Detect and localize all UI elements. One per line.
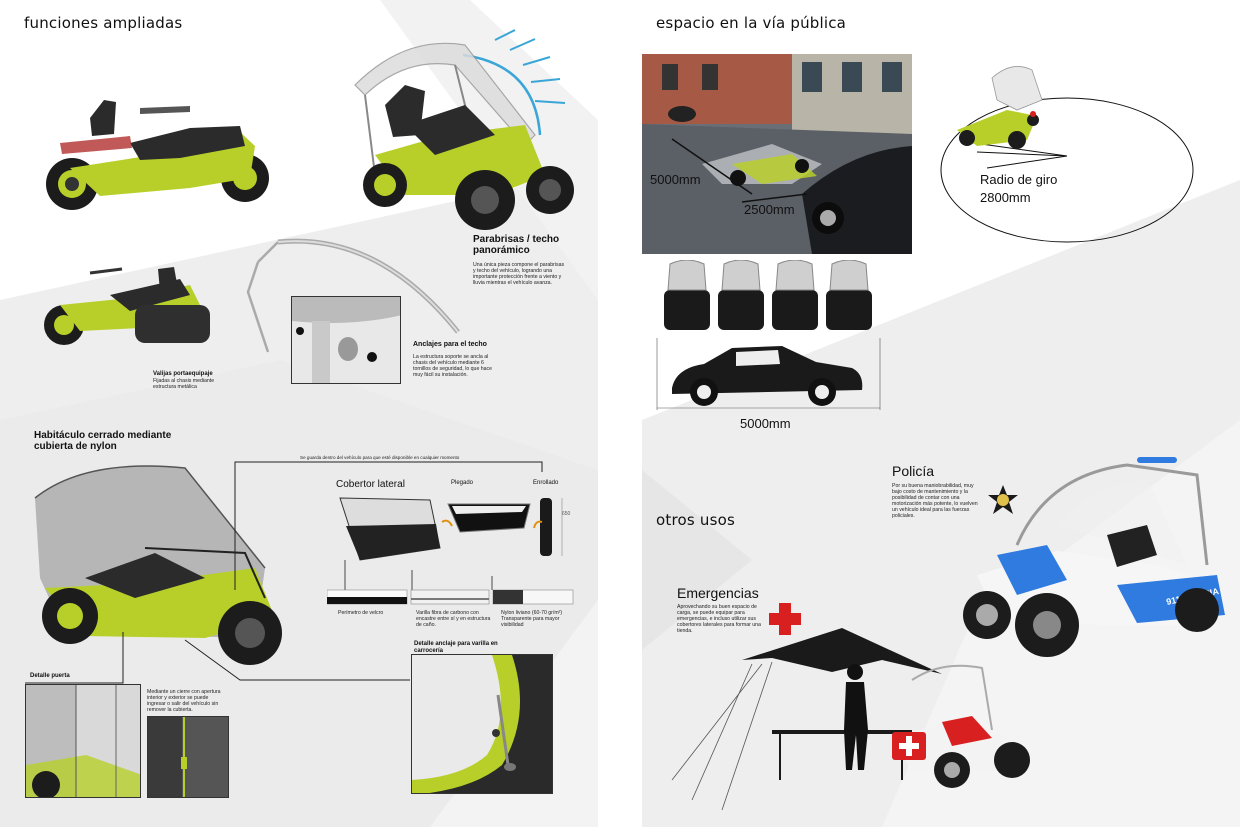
plegado-label: Plegado [451, 480, 474, 486]
habitaculo-title: Habitáculo cerrado mediante cubierta de … [34, 430, 172, 452]
vehicle-render-enclosed [34, 465, 282, 665]
radio-label: Radio de giro [980, 172, 1058, 187]
parabrisas-text: Una única pieza compone el parabrisas y … [473, 262, 565, 286]
varilla-text: Varilla fibra de carbono con encastre en… [416, 610, 491, 628]
perimetro-text: Perímetro de velcro [338, 610, 384, 616]
nylon-text: Nylon liviano (60-70 gr/m²) Transparente… [501, 610, 563, 628]
cobertor-title: Cobertor lateral [336, 479, 405, 490]
parking-comparison-drawing [656, 260, 881, 410]
street-parking-photo [642, 54, 912, 254]
emergency-tent-scene [671, 628, 1030, 811]
cobertor-drawings [339, 497, 563, 561]
dim-5000-photo: 5000mm [650, 172, 701, 187]
page-title-espacio: espacio en la vía pública [656, 14, 847, 32]
detalle-puerta-photo [25, 684, 141, 798]
right-page: espacio en la vía pública 5000mm 2500mm [642, 0, 1240, 827]
turning-radius-diagram [940, 66, 1194, 243]
dim-5000-car: 5000mm [740, 416, 791, 431]
sun-rays-icon [462, 29, 566, 136]
anclajes-title: Anclajes para el techo [413, 341, 487, 348]
parabrisas-title: Parabrisas / techo panorámico [473, 234, 560, 256]
police-badge-icon [988, 485, 1018, 514]
policia-text: Por su buena maniobrabilidad, muy bajo c… [892, 483, 978, 519]
vehicle-render-luggage [44, 267, 210, 345]
valijas-title: Valijas portaequipaje [153, 371, 213, 377]
vehicle-render-side [46, 100, 269, 210]
detalle-anclaje-title: Detalle anclaje para varilla en carrocer… [414, 641, 498, 654]
emergencias-text: Aprovechando su buen espacio de carga, s… [677, 604, 761, 634]
vehicle-render-canopy [354, 29, 574, 230]
valijas-text: Fijadas al chasis mediante estructura me… [153, 378, 215, 390]
connector-lines [25, 461, 543, 684]
vehicle-render-police: 911 POLICIA [963, 457, 1225, 657]
detalle-anclaje-photo [411, 654, 553, 794]
enrollado-label: Enrollado [533, 480, 559, 486]
anclaje-detail-photo [291, 296, 401, 384]
page-gutter [598, 0, 642, 827]
cobertor-detail-strips [327, 560, 574, 605]
canopy-frame-drawing [246, 238, 460, 353]
zipper-detail-photo [147, 716, 229, 798]
red-cross-icon [769, 603, 801, 635]
page-title-funciones: funciones ampliadas [24, 14, 183, 32]
anclajes-text: La estructura soporte se ancla al chasis… [413, 354, 493, 378]
emergencias-title: Emergencias [677, 585, 759, 601]
page-title-otros-usos: otros usos [656, 511, 735, 529]
detalle-puerta-text: Mediante un cierre con apertura interior… [147, 689, 221, 713]
policia-title: Policía [892, 463, 935, 479]
radio-value: 2800mm [980, 190, 1031, 205]
left-page: funciones ampliadas [0, 0, 598, 827]
detalle-puerta-title: Detalle puerta [30, 673, 70, 679]
dim-2500-photo: 2500mm [744, 202, 795, 217]
guardado-text: Se guarda dentro del vehículo para que e… [300, 455, 460, 460]
dim-650: 650 [562, 511, 571, 517]
